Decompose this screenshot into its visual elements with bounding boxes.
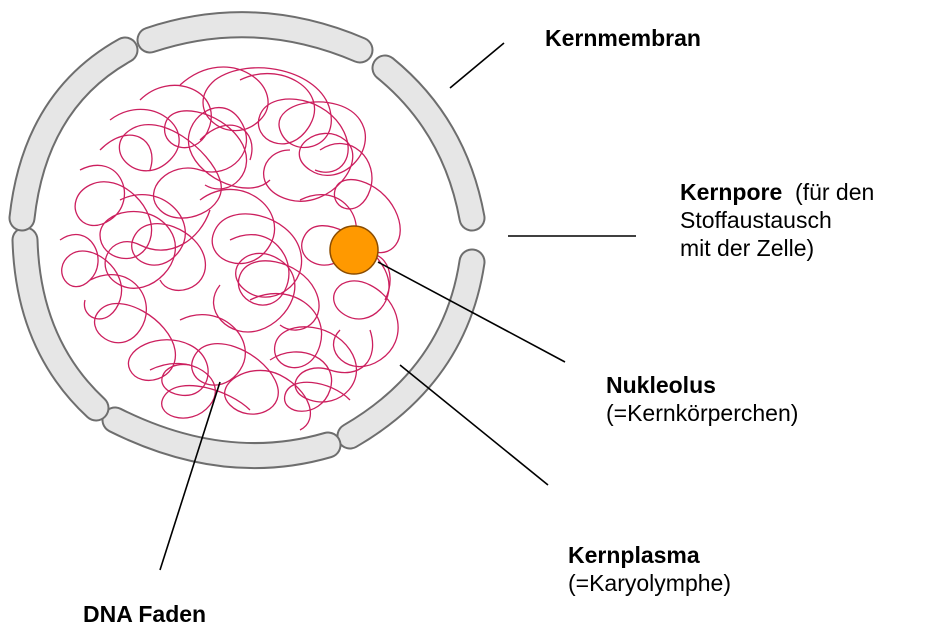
- membrane-segment: [115, 420, 328, 456]
- kernpore-title: Kernpore: [680, 179, 782, 205]
- membrane-segment: [350, 262, 472, 436]
- leader-lines: [160, 43, 636, 570]
- kernpore-line1: Kernpore (für den: [680, 178, 874, 206]
- kernmembran-label: Kernmembran: [545, 24, 701, 52]
- nukleolus-note: (=Kernkörperchen): [606, 399, 798, 427]
- kernmembran-title: Kernmembran: [545, 25, 701, 51]
- kernplasma-title: Kernplasma: [568, 541, 731, 569]
- dna-leader-line: [160, 382, 220, 570]
- membrane-segment: [25, 240, 96, 408]
- nucleolus-body: [330, 226, 378, 274]
- dna-title: DNA Faden: [83, 601, 206, 627]
- kernpore-note-line2: Stoffaustausch: [680, 206, 874, 234]
- kernpore-note-line1: (für den: [795, 179, 874, 205]
- kernplasma-label: Kernplasma (=Karyolymphe): [568, 541, 731, 597]
- kernplasma-leader-line: [400, 365, 548, 485]
- kernpore-label: Kernpore (für den Stoffaustausch mit der…: [680, 178, 874, 262]
- nukleolus-label: Nukleolus (=Kernkörperchen): [606, 371, 798, 427]
- kernpore-note-line3: mit der Zelle): [680, 234, 874, 262]
- membrane-segment: [150, 25, 360, 50]
- kernmembran-leader-line: [450, 43, 504, 88]
- membrane-segment: [385, 68, 472, 218]
- dna-label: DNA Faden: [83, 600, 206, 628]
- membrane-segment: [22, 50, 125, 218]
- kernplasma-note: (=Karyolymphe): [568, 569, 731, 597]
- nukleolus-title: Nukleolus: [606, 371, 798, 399]
